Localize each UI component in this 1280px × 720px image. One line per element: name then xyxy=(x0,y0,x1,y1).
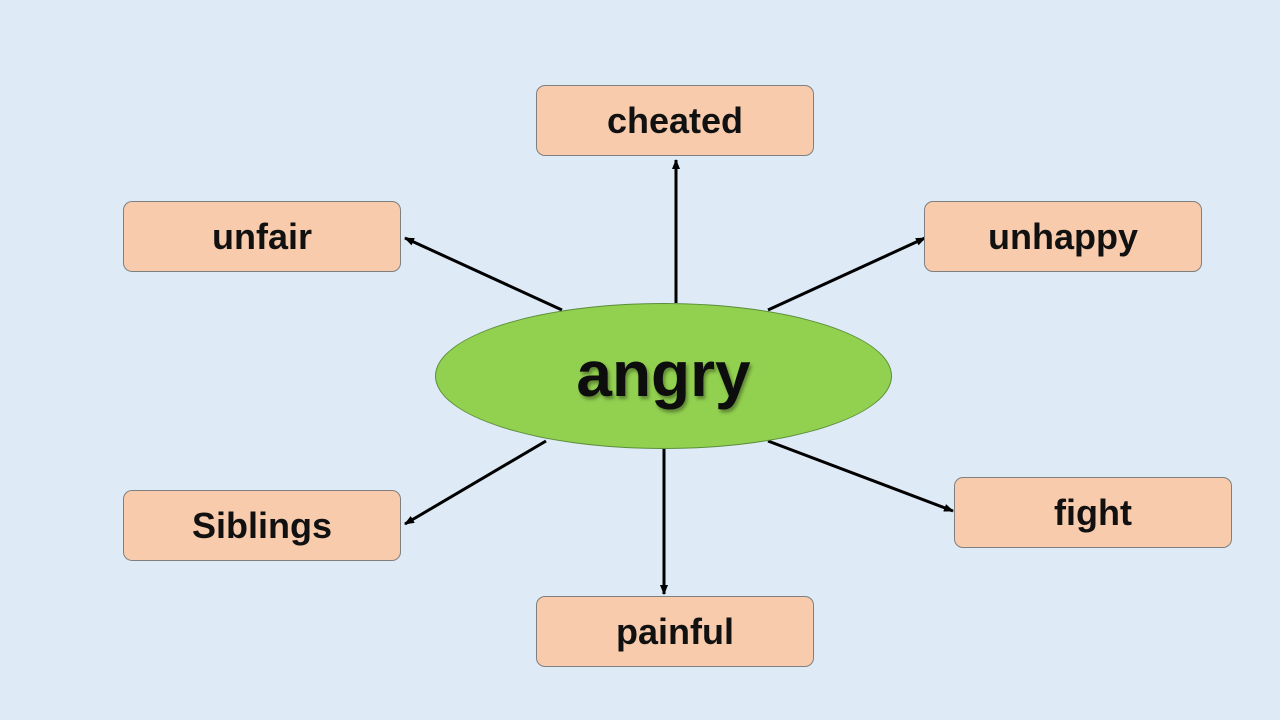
word-box-cheated: cheated xyxy=(536,85,814,156)
center-node: angry xyxy=(435,303,892,449)
arrow-to-unhappy xyxy=(767,236,926,312)
word-label-painful: painful xyxy=(616,610,734,652)
arrow-to-siblings xyxy=(404,439,547,526)
word-label-cheated: cheated xyxy=(606,99,744,141)
word-label-unfair: unfair xyxy=(211,215,312,257)
word-label-fight: fight xyxy=(1054,491,1132,533)
arrow-to-fight xyxy=(767,439,954,513)
word-box-unfair: unfair xyxy=(123,201,401,272)
word-box-siblings: Siblings xyxy=(123,490,401,561)
word-box-fight: fight xyxy=(954,477,1232,548)
word-label-siblings: Siblings xyxy=(191,504,332,546)
word-label-unhappy: unhappy xyxy=(988,215,1138,257)
word-box-unhappy: unhappy xyxy=(924,201,1202,272)
arrow-to-unfair xyxy=(404,236,563,312)
center-label: angry xyxy=(576,338,751,410)
word-box-painful: painful xyxy=(536,596,814,667)
